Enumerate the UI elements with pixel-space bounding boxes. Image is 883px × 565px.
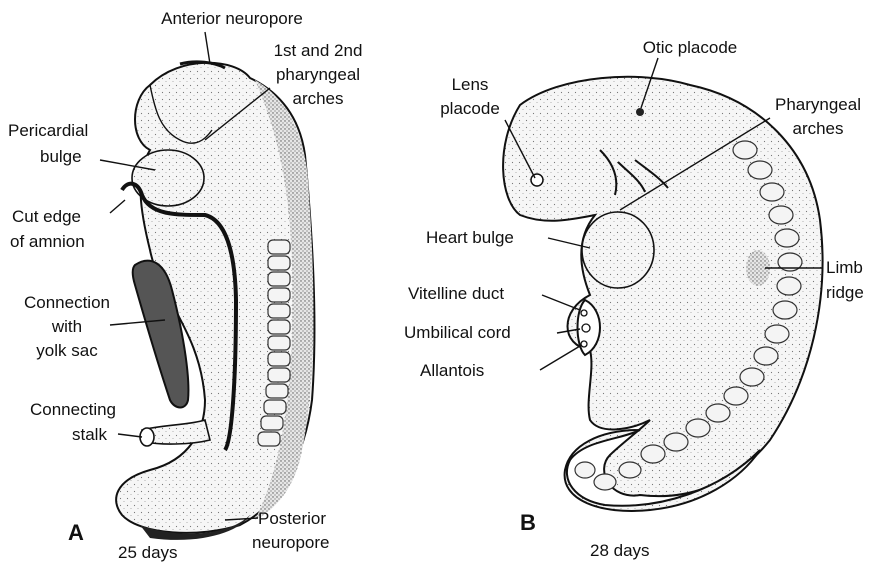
label-cut-edge-line2: of amnion: [10, 232, 85, 251]
panel-b-letter: B: [520, 510, 536, 535]
label-limb-ridge-line2: ridge: [826, 283, 864, 302]
label-connection-line2: with: [51, 317, 82, 336]
label-vitelline-duct: Vitelline duct: [408, 284, 504, 303]
label-posterior-neuropore-line1: Posterior: [258, 509, 326, 528]
label-allantois: Allantois: [420, 361, 484, 380]
label-posterior-neuropore-line2: neuropore: [252, 533, 330, 552]
label-pharyngeal-arches-a-line3: arches: [292, 89, 343, 108]
panel-b-age: 28 days: [590, 541, 650, 560]
label-connecting-stalk-line2: stalk: [72, 425, 107, 444]
label-connection-line3: yolk sac: [36, 341, 98, 360]
embryo-b-vitelline-duct: [581, 310, 587, 316]
panel-a-letter: A: [68, 520, 84, 545]
label-lens-placode-line2: placode: [440, 99, 500, 118]
label-umbilical-cord: Umbilical cord: [404, 323, 511, 342]
label-pharyngeal-arches-a-line1: 1st and 2nd: [274, 41, 363, 60]
embryo-b-umbilical-vessel: [582, 324, 590, 332]
label-cut-edge-line1: Cut edge: [12, 207, 81, 226]
label-connecting-stalk-line1: Connecting: [30, 400, 116, 419]
label-lens-placode-line1: Lens: [452, 75, 489, 94]
label-limb-ridge-line1: Limb: [826, 258, 863, 277]
embryo-b-body: [503, 77, 822, 496]
label-otic-placode: Otic placode: [643, 38, 738, 57]
label-heart-bulge: Heart bulge: [426, 228, 514, 247]
label-pericardial-bulge-line1: Pericardial: [8, 121, 88, 140]
embryo-a-stalk-end: [140, 428, 154, 446]
label-pericardial-bulge-line2: bulge: [40, 147, 82, 166]
panel-a-age: 25 days: [118, 543, 178, 562]
label-pharyngeal-arches-a-line2: pharyngeal: [276, 65, 360, 84]
label-connection-line1: Connection: [24, 293, 110, 312]
embryo-b-heart-bulge: [582, 212, 654, 288]
label-pharyngeal-arches-b-line1: Pharyngeal: [775, 95, 861, 114]
embryo-b-lens-placode: [531, 174, 543, 186]
label-pharyngeal-arches-b-line2: arches: [792, 119, 843, 138]
embryo-b-allantois: [581, 341, 587, 347]
label-anterior-neuropore: Anterior neuropore: [161, 9, 303, 28]
embryo-b: [503, 77, 822, 511]
embryo-a: [116, 62, 314, 540]
embryo-b-otic-placode: [636, 108, 644, 116]
